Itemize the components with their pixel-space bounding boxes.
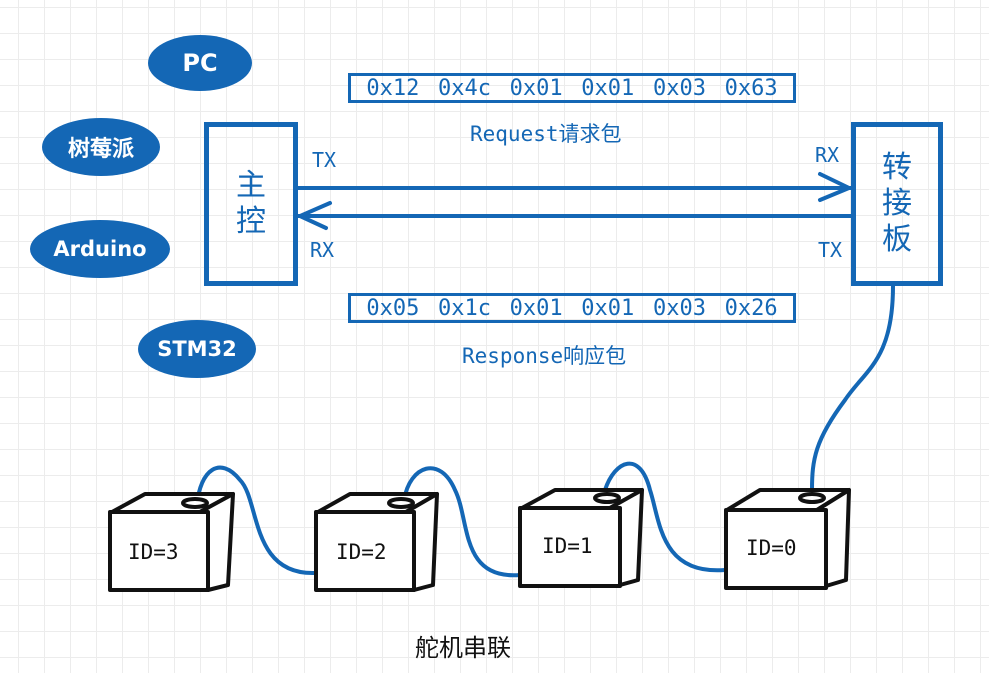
- adapter-board-box: 转接板: [851, 122, 943, 286]
- request-byte: 0x03: [652, 75, 706, 101]
- main-tx-label: TX: [312, 148, 337, 172]
- servo-id2: [314, 492, 439, 592]
- cable-id1-to-id2: [402, 466, 522, 578]
- servo-label-id2: ID=2: [336, 540, 387, 564]
- main-controller-box: 主控: [204, 122, 298, 286]
- cable-id0-to-id1: [603, 461, 727, 573]
- main-controller-label: 主控: [236, 168, 266, 239]
- request-byte: 0x12: [366, 75, 420, 101]
- response-byte: 0x01: [581, 295, 635, 321]
- response-byte: 0x26: [724, 295, 778, 321]
- response-byte: 0x1c: [437, 295, 491, 321]
- response-caption: Response响应包: [462, 344, 627, 368]
- cable-adapter-to-id0: [810, 284, 895, 492]
- response-byte: 0x05: [366, 295, 420, 321]
- request-byte: 0x4c: [437, 75, 491, 101]
- request-byte: 0x01: [509, 75, 563, 101]
- servo-id3: [108, 492, 235, 592]
- controller-pc: PC: [148, 35, 252, 91]
- adapter-board-label: 转接板: [882, 150, 912, 257]
- footer-caption: 舵机串联: [415, 634, 511, 662]
- response-byte: 0x03: [652, 295, 706, 321]
- arrow-head-right-icon: [818, 172, 854, 202]
- cable-id2-to-id3: [195, 465, 317, 576]
- servo-id0: [724, 488, 851, 590]
- request-packet: 0x12 0x4c 0x01 0x01 0x03 0x63: [348, 73, 796, 103]
- main-rx-label: RX: [310, 238, 335, 262]
- servo-id1: [518, 488, 644, 588]
- controller-arduino: Arduino: [30, 220, 170, 278]
- response-packet: 0x05 0x1c 0x01 0x01 0x03 0x26: [348, 293, 796, 323]
- request-byte: 0x63: [724, 75, 778, 101]
- servo-label-id0: ID=0: [746, 536, 797, 560]
- adapter-rx-label: RX: [815, 143, 840, 167]
- servo-label-id3: ID=3: [128, 540, 179, 564]
- arrow-head-left-icon: [295, 201, 332, 230]
- request-caption: Request请求包: [470, 122, 622, 146]
- controller-stm32: STM32: [138, 320, 256, 378]
- adapter-tx-label: TX: [818, 238, 843, 262]
- response-byte: 0x01: [509, 295, 563, 321]
- servo-label-id1: ID=1: [542, 534, 593, 558]
- controller-raspberry-pi: 树莓派: [42, 118, 160, 176]
- request-byte: 0x01: [581, 75, 635, 101]
